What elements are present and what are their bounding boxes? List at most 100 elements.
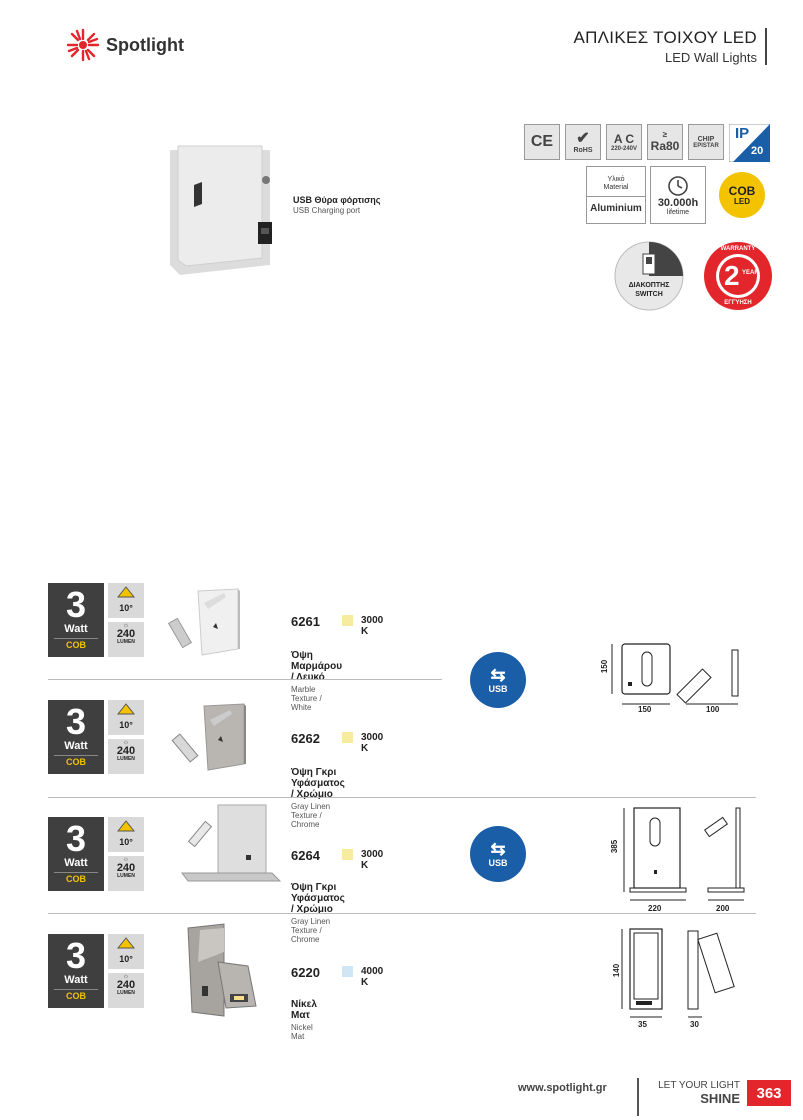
lumen-value: 240	[116, 979, 136, 991]
lumen-value: 240	[116, 628, 136, 640]
slogan-line-2: SHINE	[700, 1091, 740, 1106]
page-header: ΑΠΛΙΚΕΣ ΤΟΙΧΟΥ LED LED Wall Lights	[573, 28, 767, 65]
product-photo-6220	[187, 923, 257, 1017]
usb-caption-en: USB Charging port	[293, 206, 361, 215]
row-divider	[48, 679, 442, 680]
beam-angle-badge: 10°	[108, 583, 144, 618]
brand-logo: Spotlight	[66, 28, 184, 62]
usb-port-detail-image	[150, 140, 290, 275]
rohs-check-icon: ✔ RoHS	[565, 124, 601, 160]
usb-badge: ⇆ USB	[470, 826, 526, 882]
led-type: COB	[54, 638, 98, 651]
beam-angle-icon	[116, 586, 136, 598]
footer-slogan: LET YOUR LIGHT SHINE	[652, 1080, 740, 1106]
ip-number: 20	[751, 145, 764, 157]
usb-caption-gr: USB Θύρα φόρτισης	[293, 195, 381, 205]
wattage-unit: Watt	[64, 857, 88, 869]
warranty-gr-label: ΕΓΓΥΗΣΗ	[724, 300, 752, 306]
lumen-badge: ☼ 240 LUMEN	[108, 622, 144, 657]
lumen-unit: LUMEN	[117, 639, 135, 645]
finish-name-gr: Όψη Γκρι Υφάσματος / Χρώμιο	[291, 767, 345, 800]
color-temp-value: 4000 K	[361, 966, 384, 988]
product-finish: Όψη Γκρι Υφάσματος / Χρώμιο Gray Linen T…	[291, 882, 345, 944]
product-code: 6261	[291, 614, 320, 629]
beam-angle-icon	[116, 937, 136, 949]
page-title: ΑΠΛΙΚΕΣ ΤΟΙΧΟΥ LED	[573, 28, 757, 47]
led-type: COB	[54, 755, 98, 768]
color-temp-swatch	[342, 732, 353, 743]
wattage-value: 3	[65, 584, 87, 625]
dim-depth-6220: 30	[690, 1020, 699, 1029]
epistar-chip-icon: CHIP EPISTAR	[688, 124, 724, 160]
dim-width-6264: 220	[648, 904, 662, 913]
chip-label: CHIP	[697, 135, 715, 143]
wattage-value: 3	[65, 818, 87, 859]
ra-label: Ra80	[650, 139, 680, 153]
voltage-label: 220-240V	[610, 146, 638, 152]
page-number: 363	[747, 1080, 791, 1106]
led-type: COB	[54, 872, 98, 885]
wattage-unit: Watt	[64, 623, 88, 635]
led-label: LED	[734, 196, 750, 206]
product-finish: Όψη Μαρμάρου / Λευκό Marble Texture / Wh…	[291, 650, 342, 712]
wattage-badge: 3 Watt COB	[48, 817, 104, 891]
wattage-badge: 3 Watt COB	[48, 700, 104, 774]
ce-mark-icon: CE	[524, 124, 560, 160]
usb-icon: ⇆	[490, 839, 506, 859]
material-value: Aluminium	[590, 203, 642, 214]
wattage-badge: 3 Watt COB	[48, 934, 104, 1008]
cob-label: COB	[728, 183, 756, 198]
lumen-badge: ☼ 240 LUMEN	[108, 856, 144, 891]
usb-label: USB	[488, 858, 508, 868]
led-type: COB	[54, 989, 98, 1002]
lumen-value: 240	[116, 745, 136, 757]
wattage-value: 3	[65, 935, 87, 976]
ip-label: IP	[735, 125, 750, 142]
warranty-2-year-seal-icon: WARRANTY 2 YEAR ΕΓΓΥΗΣΗ	[702, 240, 774, 312]
ra80-icon: ≥ Ra80	[647, 124, 683, 160]
lumen-unit: LUMEN	[117, 990, 135, 996]
dimension-drawing-6261	[611, 643, 739, 705]
finish-name-en: Gray Linen Texture / Chrome	[291, 802, 331, 829]
cob-led-icon: COB LED	[719, 172, 765, 218]
beam-angle-value: 10°	[119, 837, 133, 847]
dim-depth-6261: 100	[706, 705, 720, 714]
lumen-badge: ☼ 240 LUMEN	[108, 739, 144, 774]
dim-width-6261: 150	[638, 705, 652, 714]
beam-angle-icon	[116, 703, 136, 715]
ac-label: A C	[613, 132, 635, 146]
finish-name-gr: Όψη Μαρμάρου / Λευκό	[291, 650, 343, 683]
usb-badge: ⇆ USB	[470, 652, 526, 708]
page-subtitle: LED Wall Lights	[665, 50, 757, 65]
color-temp-value: 3000 K	[361, 849, 384, 871]
footer-divider	[637, 1078, 639, 1116]
product-photo-6262	[171, 703, 246, 771]
material-gr-label: Υλικό	[607, 176, 625, 183]
color-temp-swatch	[342, 615, 353, 626]
switch-icon: ΔΙΑΚΟΠΤΗΣ SWITCH	[613, 240, 685, 312]
material-en-label: Material	[587, 184, 645, 197]
brand-name: Spotlight	[106, 34, 184, 55]
lifetime-label: lifetime	[666, 208, 690, 216]
website-link[interactable]: www.spotlight.gr	[518, 1082, 607, 1094]
lifetime-box: 30.000h lifetime	[650, 166, 706, 224]
color-temp-value: 3000 K	[361, 615, 384, 637]
wattage-unit: Watt	[64, 740, 88, 752]
lumen-unit: LUMEN	[117, 873, 135, 879]
switch-gr-label: ΔΙΑΚΟΠΤΗΣ	[628, 282, 670, 289]
finish-name-gr: Όψη Γκρι Υφάσματος / Χρώμιο	[291, 882, 345, 915]
dimension-drawing-6220	[621, 928, 735, 1018]
finish-name-en: Marble Texture / White	[291, 685, 322, 712]
color-temp-swatch	[342, 849, 353, 860]
lumen-badge: ☼ 240 LUMEN	[108, 973, 144, 1008]
usb-icon: ⇆	[490, 665, 506, 685]
dim-height-6261: 150	[600, 659, 610, 674]
finish-name-en: Nickel Mat	[291, 1023, 313, 1041]
clock-icon	[668, 175, 688, 196]
product-finish: Όψη Γκρι Υφάσματος / Χρώμιο Gray Linen T…	[291, 767, 345, 829]
beam-angle-value: 10°	[119, 954, 133, 964]
lumen-value: 240	[116, 862, 136, 874]
row-divider	[48, 913, 756, 914]
product-finish: Νίκελ Ματ Nickel Mat	[291, 999, 317, 1041]
ce-label: CE	[530, 133, 554, 150]
